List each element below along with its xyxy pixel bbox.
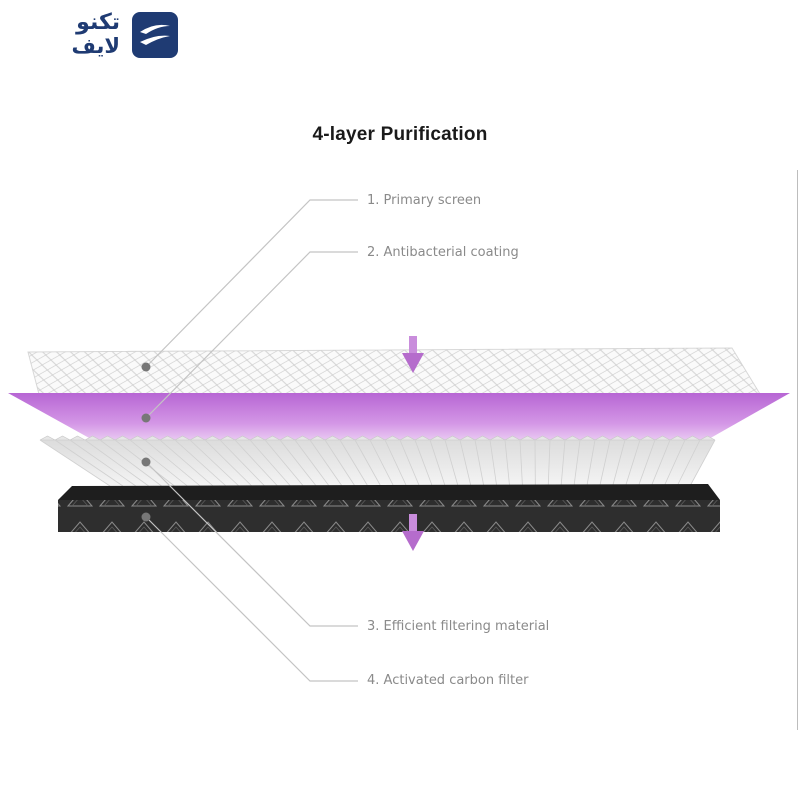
down-arrow-icon	[402, 336, 424, 373]
pleat-teeth	[39, 435, 716, 441]
logo-text-line1: تکنو	[76, 10, 120, 35]
frame-divider	[797, 170, 798, 730]
callout-label-antibacterial-coating: 2. Antibacterial coating	[367, 245, 519, 260]
primary-screen-layer	[27, 347, 761, 399]
diagram-title: 4-layer Purification	[312, 124, 488, 145]
leader-line-2	[145, 251, 358, 419]
callout-label-filtering-material: 3. Efficient filtering material	[367, 619, 550, 634]
leader-line-1	[145, 199, 358, 368]
antibacterial-coating-layer	[8, 393, 790, 444]
pleat-lines	[39, 439, 716, 487]
callout-dot-4	[141, 512, 151, 522]
down-arrow-icon	[402, 514, 424, 551]
logo-text-line2: لایف	[71, 34, 120, 58]
callout-label-carbon-filter: 4. Activated carbon filter	[367, 673, 529, 688]
brand-logo: تکنو لایف	[48, 10, 178, 62]
filtering-material-layer	[39, 435, 716, 487]
callout-dot-3	[141, 457, 151, 467]
leader-line-4	[145, 516, 358, 682]
callout-label-primary-screen: 1. Primary screen	[367, 193, 482, 208]
callout-dot-1	[141, 362, 151, 372]
leader-line-3	[145, 461, 358, 627]
logo-mark-icon	[132, 12, 178, 58]
carbon-filter-layer	[58, 484, 720, 532]
callout-dot-2	[141, 413, 151, 423]
